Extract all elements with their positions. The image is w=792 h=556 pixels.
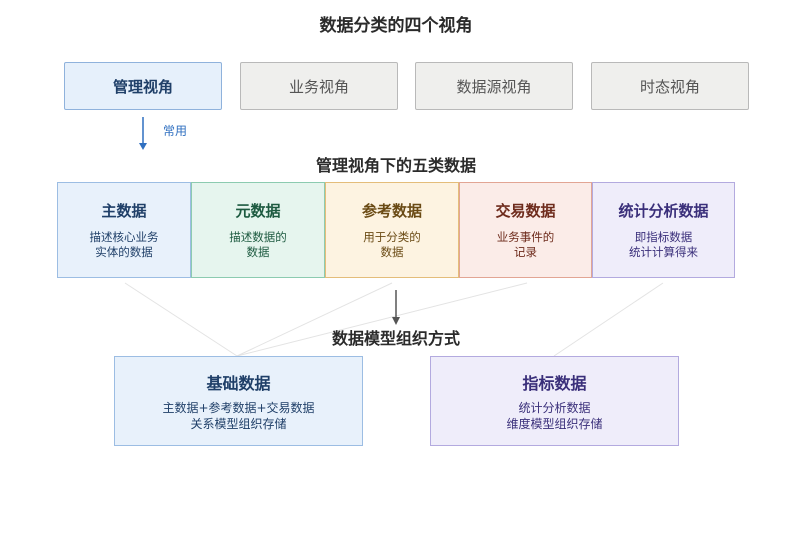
view-box-temporal: 时态视角 <box>591 62 749 110</box>
view-box-management: 管理视角 <box>64 62 222 110</box>
type-title: 参考数据 <box>361 202 422 220</box>
type-box-statistics: 统计分析数据 即指标数据 统计计算得来 <box>592 182 735 278</box>
view-box-datasource: 数据源视角 <box>415 62 573 110</box>
type-title: 交易数据 <box>495 202 556 220</box>
view-box-business: 业务视角 <box>240 62 398 110</box>
type-title: 主数据 <box>101 202 147 220</box>
type-box-reference: 参考数据 用于分类的 数据 <box>325 182 459 278</box>
link-master-basic <box>124 282 238 357</box>
link-reference-basic <box>236 282 393 357</box>
common-label: 常用 <box>163 124 188 138</box>
link-stat-metric <box>553 282 664 357</box>
org-title: 数据模型组织方式 <box>331 329 460 348</box>
down-arrow-head <box>392 317 400 325</box>
type-desc: 用于分类的 数据 <box>363 230 421 259</box>
type-box-transaction: 交易数据 业务事件的 记录 <box>459 182 592 278</box>
org-desc-metric: 统计分析数据 维度模型组织存储 <box>506 401 603 431</box>
type-desc: 业务事件的 记录 <box>496 230 555 259</box>
type-desc: 描述数据的 数据 <box>229 230 287 259</box>
org-desc-basic: 主数据+参考数据+交易数据 关系模型组织存储 <box>162 401 315 431</box>
link-trade-basic <box>236 282 528 357</box>
org-box-basic: 基础数据 主数据+参考数据+交易数据 关系模型组织存储 <box>114 356 363 446</box>
org-box-metric: 指标数据 统计分析数据 维度模型组织存储 <box>430 356 679 446</box>
types-subtitle: 管理视角下的五类数据 <box>315 156 476 175</box>
org-title-metric: 指标数据 <box>522 374 587 393</box>
type-desc: 即指标数据 统计计算得来 <box>629 230 698 259</box>
type-box-master: 主数据 描述核心业务 实体的数据 <box>57 182 191 278</box>
type-desc: 描述核心业务 实体的数据 <box>89 230 159 259</box>
common-arrow-head <box>139 143 147 150</box>
type-box-meta: 元数据 描述数据的 数据 <box>191 182 325 278</box>
diagram-title: 数据分类的四个视角 <box>319 16 473 36</box>
org-title-basic: 基础数据 <box>206 374 271 393</box>
type-title: 元数据 <box>235 202 281 220</box>
type-title: 统计分析数据 <box>618 202 709 220</box>
